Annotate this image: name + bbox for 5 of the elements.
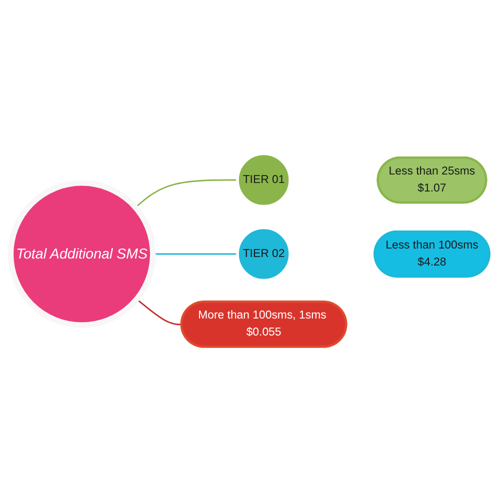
connector <box>135 179 238 208</box>
node-circle: TIER 01 <box>236 152 292 208</box>
connector <box>136 298 182 326</box>
node-circle: TIER 02 <box>236 226 292 282</box>
node-circle: Total Additional SMS <box>8 180 156 328</box>
